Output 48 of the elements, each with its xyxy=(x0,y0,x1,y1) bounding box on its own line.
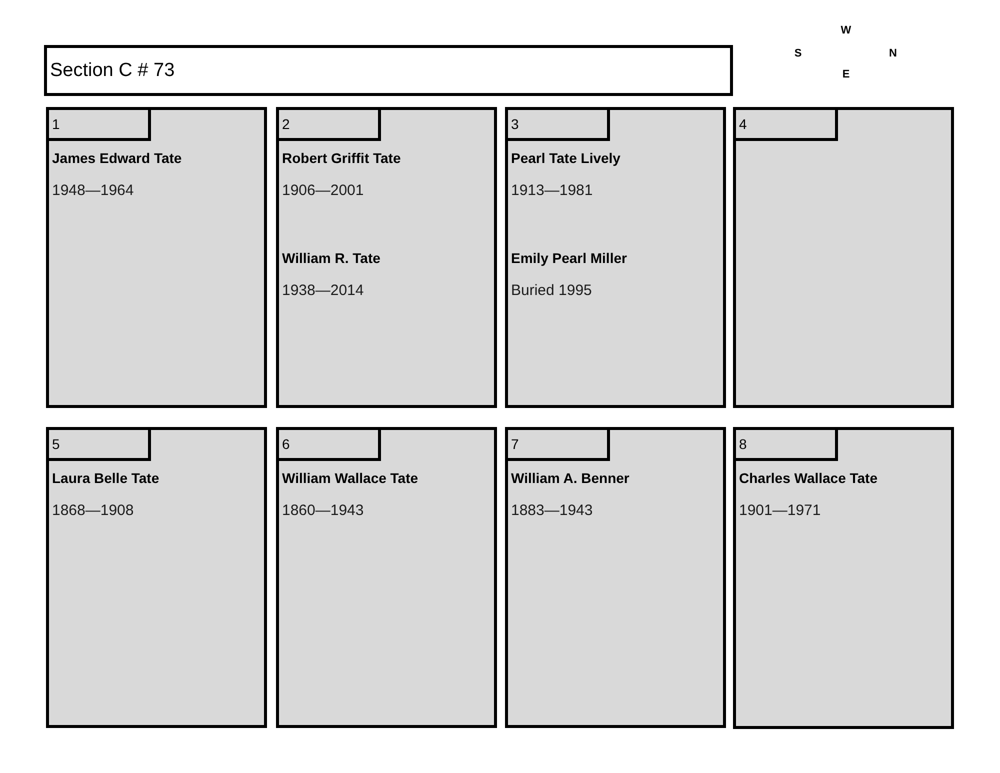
plot-number: 4 xyxy=(739,115,747,133)
plot-number-tab xyxy=(279,110,381,141)
grave-plot xyxy=(733,427,954,729)
compass-letter: W xyxy=(840,24,852,38)
plot-number: 8 xyxy=(739,435,747,453)
date-text: 1938—2014 xyxy=(282,282,365,300)
date-text: 1868—1908 xyxy=(52,502,135,520)
grave-plot xyxy=(46,427,267,728)
person-name: William R. Tate xyxy=(282,249,382,267)
plot-number-tab xyxy=(508,430,610,461)
grave-plot xyxy=(276,427,497,728)
plot-number-tab xyxy=(49,430,151,461)
person-name: William Wallace Tate xyxy=(282,469,418,487)
date-text: 1906—2001 xyxy=(282,182,365,200)
compass-letter: S xyxy=(794,48,802,60)
grave-plot xyxy=(505,107,726,408)
person-name: Laura Belle Tate xyxy=(52,469,160,487)
person-name: Emily Pearl Miller xyxy=(511,249,627,267)
date-text: 1913—1981 xyxy=(511,182,594,200)
title-box xyxy=(44,45,733,96)
date-text: 1901—1971 xyxy=(739,502,822,520)
plot-number-tab xyxy=(736,110,838,141)
date-text: 1948—1964 xyxy=(52,182,135,200)
plot-number: 2 xyxy=(282,115,290,133)
plot-number: 3 xyxy=(511,115,519,133)
compass-letter: E xyxy=(842,68,850,82)
person-name: Robert Griffit Tate xyxy=(282,149,401,167)
date-text: 1860—1943 xyxy=(282,502,365,520)
plot-number-tab xyxy=(279,430,381,461)
plot-number-tab xyxy=(736,430,838,461)
grave-plot xyxy=(46,107,267,408)
plot-number: 6 xyxy=(282,435,290,453)
date-text: 1883—1943 xyxy=(511,502,594,520)
plot-number-tab xyxy=(49,110,151,141)
person-name: Charles Wallace Tate xyxy=(739,469,878,487)
grave-plot xyxy=(505,427,726,728)
plot-number: 1 xyxy=(52,115,60,133)
date-text: Buried 1995 xyxy=(511,282,593,300)
grave-plot xyxy=(733,107,954,408)
person-name: James Edward Tate xyxy=(52,149,182,167)
grave-plot xyxy=(276,107,497,408)
person-name: Pearl Tate Lively xyxy=(511,149,622,167)
person-name: William A. Benner xyxy=(511,469,630,487)
plot-number-tab xyxy=(508,110,610,141)
plot-number: 7 xyxy=(511,435,519,453)
section-title: Section C # 73 xyxy=(50,58,175,82)
plot-number: 5 xyxy=(52,435,60,453)
compass-letter: N xyxy=(889,48,897,60)
